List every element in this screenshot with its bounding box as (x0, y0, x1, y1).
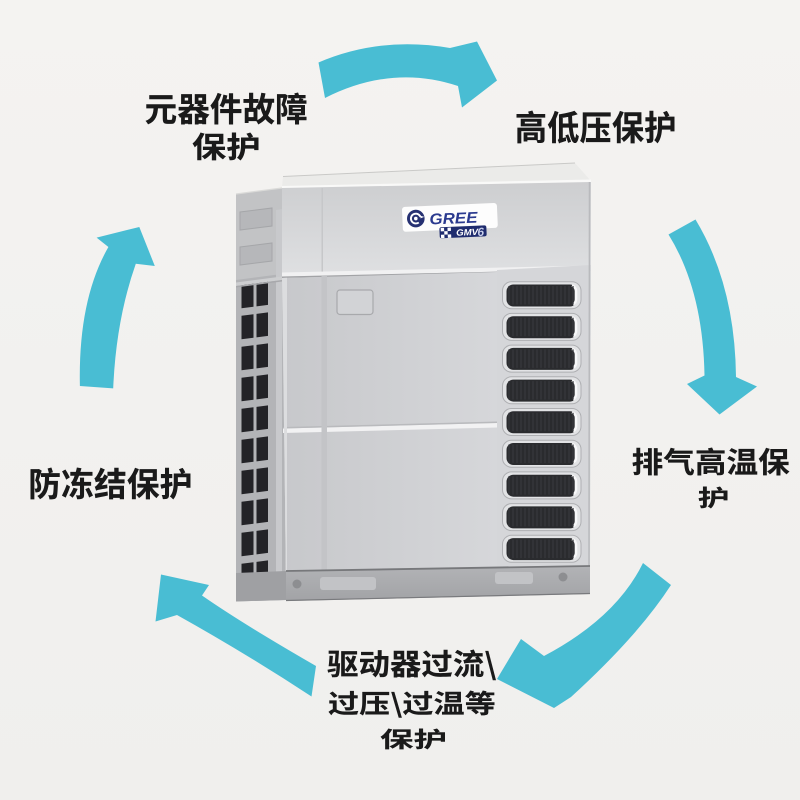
svg-text:6: 6 (477, 225, 485, 239)
svg-text:GMV: GMV (456, 227, 479, 238)
svg-text:GREE: GREE (429, 209, 478, 228)
